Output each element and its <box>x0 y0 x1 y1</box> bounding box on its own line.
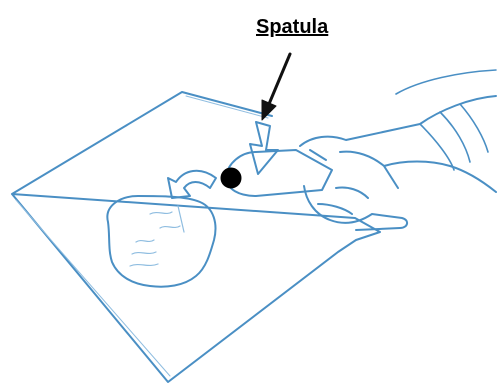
paste-blob <box>107 196 215 287</box>
paste-blob-shading <box>130 206 184 266</box>
arrow-pointer-icon <box>262 100 276 120</box>
board <box>12 92 380 382</box>
paste-dot <box>221 168 241 188</box>
sleeve <box>396 70 496 170</box>
spatula-blade <box>226 150 332 196</box>
arrow-pointer-line <box>269 54 290 104</box>
down-arrow-icon <box>250 122 278 174</box>
spatula-label: Spatula <box>256 17 328 37</box>
curved-arrow-icon <box>168 171 216 198</box>
hand <box>300 96 496 230</box>
